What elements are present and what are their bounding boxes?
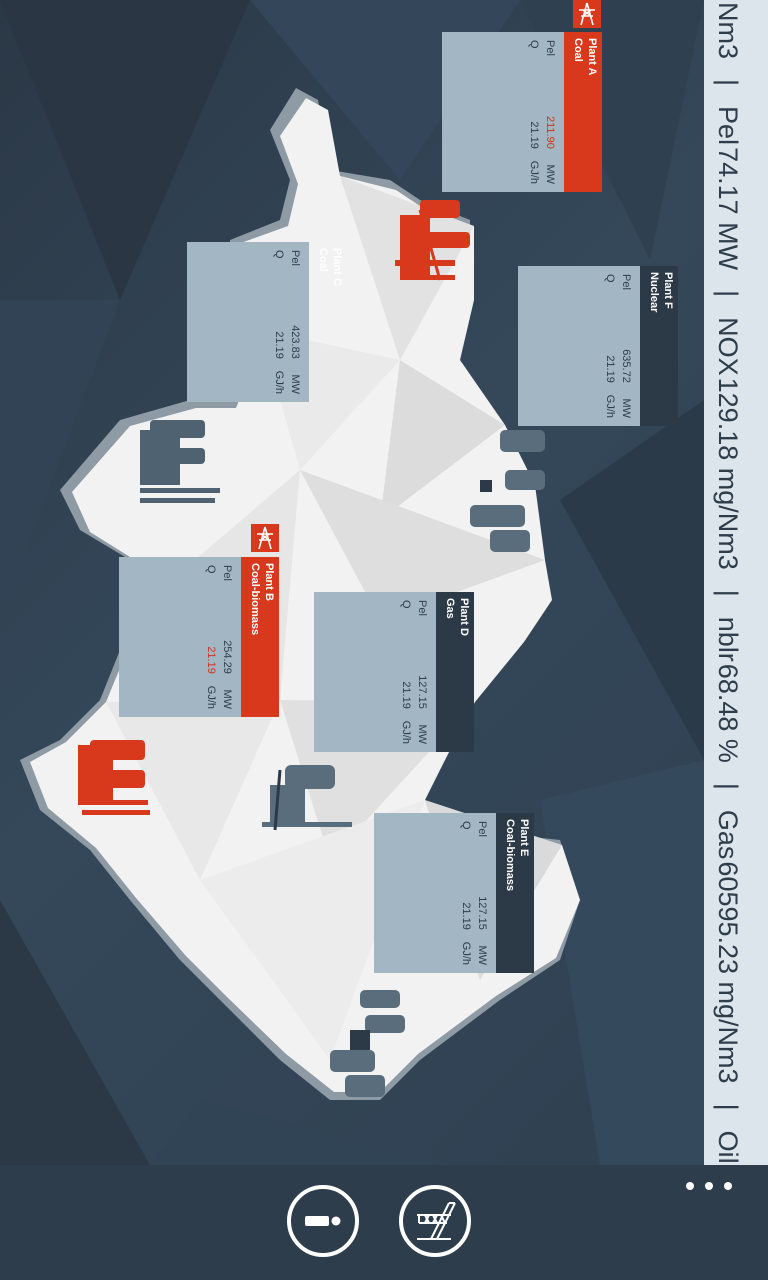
pel-label: Pel bbox=[416, 600, 428, 616]
pel-unit: MW bbox=[544, 164, 556, 184]
q-value: 21.19 bbox=[604, 355, 616, 383]
plant-a-header: Plant A Coal bbox=[564, 32, 602, 192]
ticker-separator: | bbox=[713, 589, 744, 597]
pel-unit: MW bbox=[476, 945, 488, 965]
background-pattern bbox=[150, 0, 704, 1165]
plant-name: Plant C bbox=[331, 248, 343, 286]
power-tower-icon bbox=[417, 1202, 456, 1240]
plant-name: Plant D bbox=[458, 598, 470, 636]
q-value: 21.19 bbox=[528, 121, 540, 149]
toggle-button[interactable] bbox=[287, 1185, 359, 1257]
pel-value: 254.29 bbox=[221, 640, 233, 674]
plant-name: Plant E bbox=[518, 819, 530, 857]
plant-e-header: Plant E Coal-biomass bbox=[496, 813, 534, 973]
q-label: Q bbox=[400, 600, 412, 609]
q-unit: GJ/h bbox=[400, 720, 412, 744]
pel-label: Pel bbox=[221, 565, 233, 581]
plant-b-header: Plant B Coal-biomass bbox=[241, 557, 279, 717]
q-value: 21.19 bbox=[400, 681, 412, 709]
plant-d-building bbox=[262, 765, 352, 831]
plant-fuel: Coal-biomass bbox=[504, 819, 516, 892]
q-value: 21.19 bbox=[273, 331, 285, 359]
ticker-item: Oil2 bbox=[713, 1130, 744, 1164]
q-label: Q bbox=[528, 40, 540, 49]
plant-illustrations bbox=[78, 200, 545, 1097]
pel-label: Pel bbox=[289, 250, 301, 266]
q-value: 21.19 bbox=[460, 902, 472, 930]
q-unit: GJ/h bbox=[528, 160, 540, 184]
ticker-item: Nm3 bbox=[713, 2, 744, 60]
plant-f-header: Plant F Nuclear bbox=[640, 266, 678, 426]
pel-value: 635.72 bbox=[620, 349, 632, 383]
plant-d-header: Plant D Gas bbox=[436, 592, 474, 752]
plant-fuel: Coal bbox=[317, 248, 329, 272]
plant-b-building bbox=[78, 740, 150, 815]
q-unit: GJ/h bbox=[460, 941, 472, 965]
plant-a-alarm-icon[interactable] bbox=[573, 0, 601, 28]
q-unit: GJ/h bbox=[604, 394, 616, 418]
pel-unit: MW bbox=[289, 374, 301, 394]
ticker-separator: | bbox=[713, 290, 744, 298]
plant-a-building bbox=[395, 200, 470, 281]
pel-value: 127.15 bbox=[416, 675, 428, 709]
q-value: 21.19 bbox=[205, 646, 217, 674]
plant-name: Plant B bbox=[263, 563, 275, 601]
plant-c-building bbox=[140, 420, 220, 503]
pel-value: 127.15 bbox=[476, 896, 488, 930]
pel-value: 423.83 bbox=[289, 325, 301, 359]
q-unit: GJ/h bbox=[273, 370, 285, 394]
pel-unit: MW bbox=[620, 398, 632, 418]
q-unit: GJ/h bbox=[205, 685, 217, 709]
pel-label: Pel bbox=[544, 40, 556, 56]
pel-unit: MW bbox=[221, 689, 233, 709]
q-label: Q bbox=[604, 274, 616, 283]
q-label: Q bbox=[273, 250, 285, 259]
plant-name: Plant A bbox=[586, 38, 598, 76]
q-label: Q bbox=[205, 565, 217, 574]
power-tower-button[interactable] bbox=[399, 1185, 471, 1257]
plant-fuel: Coal bbox=[572, 38, 584, 62]
pel-value: 211.90 bbox=[544, 116, 556, 149]
pel-label: Pel bbox=[476, 821, 488, 837]
more-options-button[interactable] bbox=[686, 1175, 732, 1197]
ticker-separator: | bbox=[713, 79, 744, 87]
plant-f-building bbox=[470, 430, 545, 552]
plant-c-header: Plant C Coal bbox=[309, 242, 347, 402]
plant-e-building bbox=[330, 990, 405, 1097]
q-label: Q bbox=[460, 821, 472, 830]
plant-fuel: Coal-biomass bbox=[249, 563, 261, 636]
pel-unit: MW bbox=[416, 724, 428, 744]
toggle-icon bbox=[305, 1216, 341, 1226]
ticker-separator: | bbox=[713, 1103, 744, 1111]
plant-name: Plant F bbox=[662, 272, 674, 309]
ticker-separator: | bbox=[713, 782, 744, 790]
ellipsis-icon bbox=[705, 1182, 713, 1190]
plant-b-alarm-icon[interactable] bbox=[251, 524, 279, 552]
plant-fuel: Nuclear bbox=[648, 272, 660, 313]
plant-fuel: Gas bbox=[444, 598, 456, 619]
ellipsis-icon bbox=[686, 1182, 694, 1190]
ellipsis-icon bbox=[724, 1182, 732, 1190]
application-bar bbox=[0, 1165, 768, 1280]
pel-label: Pel bbox=[620, 274, 632, 290]
